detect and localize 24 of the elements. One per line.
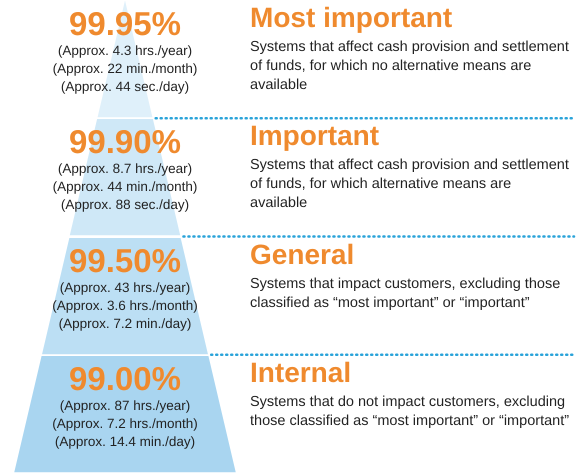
tier-description: Systems that affect cash provision and settlement of funds, for which no alternative means are available <box>250 38 570 95</box>
downtime-text: (Approx. 7.2 min./day) <box>58 314 192 332</box>
downtime-text: (Approx. 43 hrs./year) <box>60 278 190 296</box>
availability-percentage: 99.00% <box>69 360 181 397</box>
availability-percentage: 99.95% <box>69 6 181 42</box>
availability-percentage: 99.50% <box>69 242 181 278</box>
downtime-text: (Approx. 4.3 hrs./year) <box>58 42 192 60</box>
downtime-text: (Approx. 7.2 hrs./month) <box>52 414 198 433</box>
tier-description: Systems that impact customers, excluding those classified as “most important” or “important” <box>250 274 562 312</box>
downtime-text: (Approx. 22 min./month) <box>52 60 198 78</box>
downtime-text: (Approx. 3.6 hrs./month) <box>52 296 198 314</box>
tier-title: Important <box>250 120 380 152</box>
tier-description: Systems that do not impact customers, excluding those classified as “most important” or “important” <box>250 392 570 431</box>
tier-title: Internal <box>250 356 352 389</box>
tier-title: General <box>250 238 354 270</box>
downtime-text: (Approx. 87 hrs./year) <box>60 396 190 415</box>
downtime-text: (Approx. 14.4 min./day) <box>54 432 196 451</box>
tier-description: Systems that affect cash provision and settlement of funds, for which alternative means are available <box>250 156 570 214</box>
downtime-text: (Approx. 88 sec./day) <box>60 196 190 214</box>
downtime-text: (Approx. 44 min./month) <box>52 178 198 196</box>
tier-title: Most important <box>250 2 452 34</box>
downtime-text: (Approx. 8.7 hrs./year) <box>58 160 192 178</box>
availability-percentage: 99.90% <box>69 124 181 160</box>
downtime-text: (Approx. 44 sec./day) <box>60 78 190 96</box>
